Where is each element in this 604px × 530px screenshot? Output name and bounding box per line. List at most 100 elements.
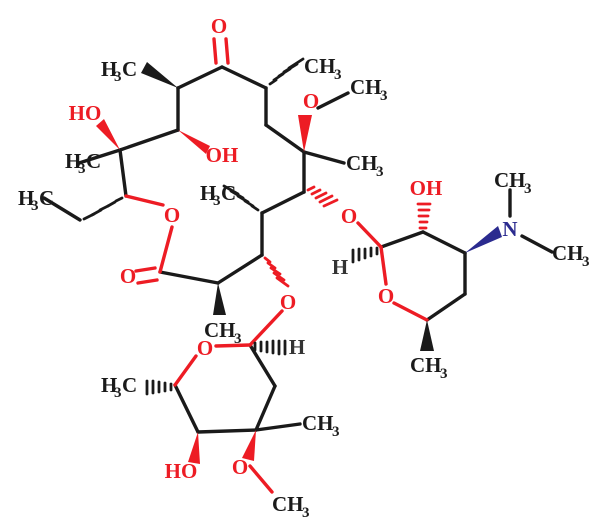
wedge-c11-hydroxyl	[178, 130, 210, 154]
label-methyl-c8-text: CH	[304, 54, 336, 78]
bond-c1-o-double-b	[136, 278, 159, 285]
label-n-methyl-top-sub: 3	[524, 181, 532, 197]
bond-od5-d5	[392, 301, 429, 322]
label-ethyl-sub: 3	[31, 198, 39, 214]
label-methyl-c12: H 3 C	[65, 149, 101, 177]
label-methyl-c12-c: C	[86, 149, 101, 173]
bond-l2-l3	[254, 384, 277, 432]
label-methyl-c10-sub: 3	[114, 69, 122, 85]
label-cladinose-methoxy-methyl: CH 3	[272, 492, 310, 521]
stereo-wedge-group	[96, 62, 502, 464]
stereo-hash-group	[82, 57, 432, 396]
hash-desosamine-anomeric-hydrogen	[351, 246, 379, 264]
hash-c13-ethyl	[82, 196, 124, 221]
label-desosamine-ring-oxygen: O	[378, 284, 394, 308]
label-n-methyl-top-text: CH	[494, 168, 526, 192]
wedge-c12-hydroxyl	[96, 119, 120, 150]
hash-c5-glycosidic-oxygen	[306, 185, 339, 208]
label-methyl-c4-c: C	[221, 181, 236, 205]
label-cladinose-ome-methyl-text: CH	[272, 492, 304, 516]
bond-c1-o-double-a	[134, 266, 157, 273]
label-cladinose-gem-methyl-sub: 3	[332, 424, 340, 440]
bond-c12-methyl	[77, 148, 122, 165]
label-methyl-c2-text: CH	[204, 318, 236, 342]
bond-c2-c3	[216, 253, 264, 285]
bond-d1-d2	[379, 230, 425, 249]
bond-c6-methyl	[302, 150, 346, 165]
label-methyl-c4-h: H	[200, 181, 216, 205]
label-glycosidic-oxygen-cladinose: O	[280, 290, 296, 314]
label-methyl-c12-sub: 3	[78, 161, 86, 177]
label-ethyl-c: C	[39, 186, 54, 210]
label-cladinose-ring-oxygen: O	[197, 336, 213, 360]
label-cladinose-hydroxyl: HO	[165, 459, 198, 483]
label-ketone-oxygen: O	[211, 14, 227, 38]
hash-c3-glycosidic-oxygen	[263, 256, 290, 288]
label-glycosidic-oxygen-desosamine: O	[341, 204, 357, 228]
label-methyl-c4-sub: 3	[213, 193, 221, 209]
label-lactone-carbonyl-oxygen: O	[120, 264, 136, 288]
bond-d4-d5	[425, 292, 467, 322]
label-methyl-c6-text: CH	[346, 151, 378, 175]
bond-methoxy-o-ch3	[316, 91, 350, 110]
label-hydroxyl-c12: HO	[69, 101, 102, 125]
bond-ol-l5	[173, 354, 198, 387]
label-cladinose-ome-methyl-sub: 3	[302, 505, 310, 521]
label-cladinose-gem-methyl: CH 3	[302, 411, 340, 440]
label-methyl-c2-sub: 3	[234, 331, 242, 347]
bond-c8-c9	[220, 65, 268, 90]
bond-c12-c13	[118, 148, 128, 198]
label-n-methyl-right: CH 3	[552, 241, 590, 270]
bond-c4-c5	[260, 190, 306, 215]
label-ethyl-terminal: H 3 C	[18, 186, 54, 214]
label-hydroxyl-c11: OH	[206, 143, 239, 167]
wedge-desosamine-dimethylamino	[465, 226, 502, 253]
bond-l3-l4	[196, 428, 258, 434]
bond-c1-c2	[158, 270, 220, 285]
label-ethyl-h: H	[18, 186, 34, 210]
hash-cladinose-methyl	[145, 379, 173, 396]
bond-c9-c10	[176, 65, 224, 90]
label-methyl-c10-c: C	[122, 57, 137, 81]
label-n-methyl-right-sub: 3	[582, 254, 590, 270]
hash-desosamine-hydroxyl	[416, 202, 432, 230]
carbon-bond-group	[42, 65, 554, 434]
label-methyl-c6-sub: 3	[376, 164, 384, 180]
bond-d2-d3	[421, 230, 467, 255]
bond-od-d1	[356, 221, 383, 249]
label-cladinose-methyl-h: H	[101, 373, 117, 397]
label-n-methyl-right-text: CH	[552, 241, 584, 265]
bond-olactone-c13	[124, 194, 165, 207]
label-cladinose-methyl-c: C	[122, 373, 137, 397]
bond-c9-o-double-a	[212, 37, 218, 65]
label-cladinose-methoxy-oxygen: O	[232, 455, 248, 479]
hash-c8-methyl	[268, 57, 305, 86]
label-methoxy-methyl-sub: 3	[380, 88, 388, 104]
wedge-cladinose-hydroxyl	[188, 432, 200, 464]
label-nitrogen: N	[502, 217, 517, 241]
atom-label-group: O H 3 C CH 3 O CH 3 CH 3 HO OH H	[18, 14, 590, 521]
bond-l1-ol	[214, 343, 252, 348]
bond-c11-c12	[118, 128, 180, 152]
bond-l4-l5	[173, 383, 200, 434]
label-methyl-c4: H 3 C	[200, 181, 236, 209]
label-methoxy-oxygen-c6: O	[303, 89, 319, 113]
wedge-cladinose-methoxy	[242, 430, 256, 461]
hash-c4-methyl	[222, 184, 260, 212]
label-desosamine-hydrogen: H	[332, 255, 348, 279]
wedge-c2-methyl	[213, 283, 226, 315]
label-n-methyl-top: CH 3	[494, 168, 532, 197]
wedge-desosamine-methyl	[420, 320, 434, 351]
label-methyl-c8: CH 3	[304, 54, 342, 83]
label-methyl-c10: H 3 C	[101, 57, 137, 85]
label-methyl-c12-h: H	[65, 149, 81, 173]
label-desosamine-methyl: CH 3	[410, 353, 448, 382]
label-desosamine-hydroxyl: OH	[410, 176, 443, 200]
label-desosamine-methyl-text: CH	[410, 353, 442, 377]
bond-oc-l1	[248, 309, 284, 347]
label-methyl-c10-h: H	[101, 57, 117, 81]
label-cladinose-methyl-sub: 3	[114, 385, 122, 401]
wedge-c6-methoxy	[298, 115, 312, 152]
